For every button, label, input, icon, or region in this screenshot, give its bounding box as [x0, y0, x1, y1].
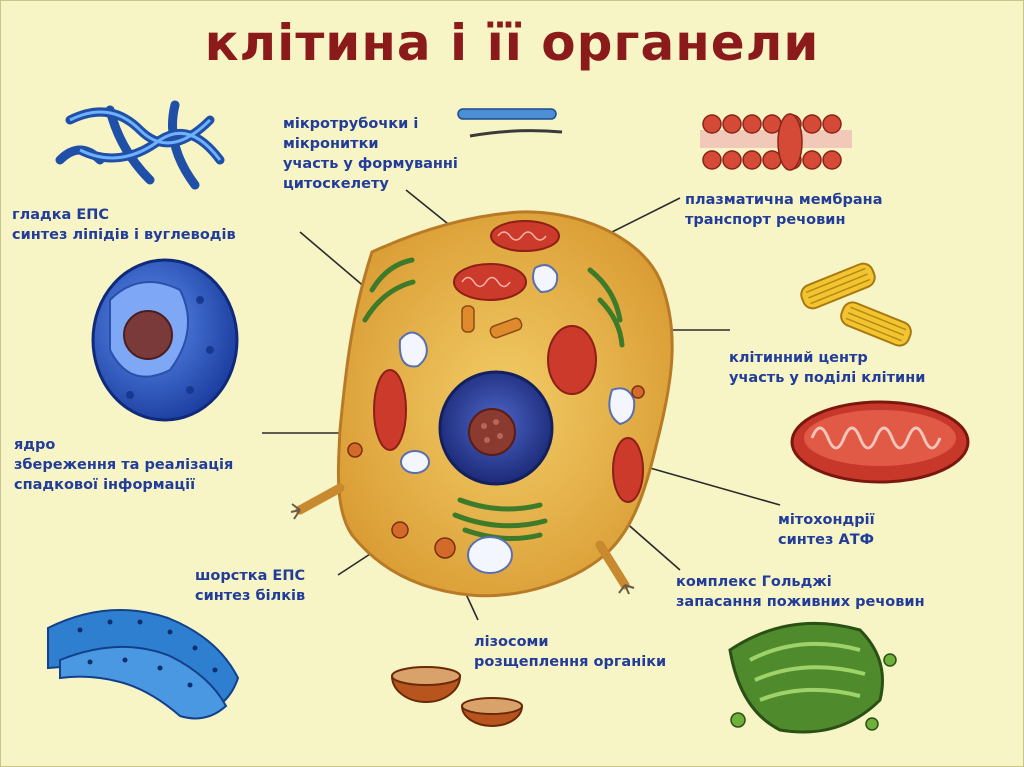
label-mitochondria: мітохондрії синтез АТФ — [778, 512, 875, 548]
rough-er-illustration — [47, 609, 240, 720]
label-nucleus: ядро збереження та реалізація спадкової … — [14, 437, 234, 493]
label-rough-er: шорстка ЕПС синтез білків — [195, 568, 306, 604]
leader-plasma-membrane — [599, 197, 681, 239]
cell-lysosomes — [347, 385, 645, 559]
label-smooth-er: гладка ЕПС синтез ліпідів і вуглеводів — [12, 207, 236, 243]
cell-mitochondria — [373, 220, 644, 503]
cell-centrioles — [461, 305, 523, 339]
animal-cell — [290, 210, 674, 598]
cell-nucleus — [438, 370, 554, 486]
cell-vacuoles — [398, 264, 636, 574]
microtubules-illustration — [457, 108, 563, 138]
lysosomes-illustration — [390, 666, 524, 727]
nucleus-illustration — [91, 258, 239, 422]
label-plasma-membrane: плазматична мембрана транспорт речовин — [685, 192, 883, 228]
leader-mitochondria — [649, 467, 781, 506]
label-lysosomes: лізосоми розщеплення органіки — [474, 634, 667, 670]
plasma-membrane-illustration — [700, 113, 852, 171]
label-microtubules: мікротрубочки і мікронитки участь у форм… — [283, 116, 458, 192]
label-golgi: комплекс Гольджі запасання поживних речо… — [676, 574, 925, 610]
smooth-er-illustration — [55, 100, 225, 190]
cell-center-illustration — [800, 262, 912, 347]
golgi-illustration — [728, 621, 897, 734]
mitochondria-illustration — [790, 400, 970, 484]
cell-golgi — [362, 257, 625, 541]
label-cell-center: клітинний центр участь у поділі клітини — [729, 350, 926, 386]
slide-title: клітина і її органели — [204, 14, 820, 72]
